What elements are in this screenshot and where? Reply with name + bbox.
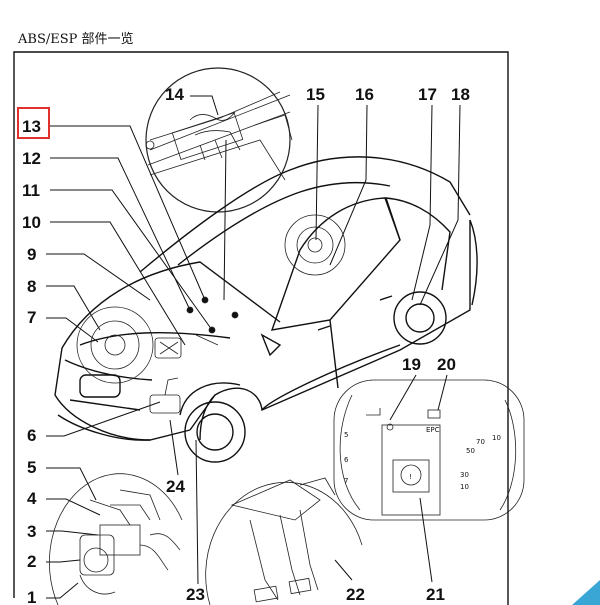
callout-1: 1 (27, 588, 36, 605)
callout-10: 10 (22, 213, 41, 232)
callout-5: 5 (27, 458, 36, 477)
callout-9: 9 (27, 245, 36, 264)
callout-13: 13 (22, 117, 41, 136)
frame-border (13, 51, 509, 605)
callout-13-highlight (17, 107, 50, 139)
callout-22: 22 (346, 585, 365, 604)
leader-lines (46, 95, 461, 599)
callout-8: 8 (27, 277, 36, 296)
callout-20: 20 (437, 355, 456, 374)
callout-19: 19 (402, 355, 421, 374)
callout-15: 15 (306, 85, 325, 104)
callout-12: 12 (22, 149, 41, 168)
ghost-wheels (76, 214, 346, 384)
callout-21: 21 (426, 585, 445, 604)
callout-24: 24 (166, 477, 185, 496)
speed-tick-70: 70 (476, 438, 485, 446)
speed-tick-10b: 10 (460, 483, 469, 491)
callout-6: 6 (27, 426, 36, 445)
epc-label: EPC (426, 426, 440, 434)
rpm-tick-5: 5 (344, 431, 348, 439)
callout-16: 16 (355, 85, 374, 104)
instrument-cluster: ! EPC 5 6 7 50 70 10 30 10 (333, 379, 525, 521)
callout-18: 18 (451, 85, 470, 104)
speed-tick-10a: 10 (492, 434, 501, 442)
speed-tick-30: 30 (460, 471, 469, 479)
svg-text:!: ! (409, 473, 412, 481)
car-body (54, 156, 478, 463)
callout-3: 3 (27, 522, 36, 541)
callout-7: 7 (27, 308, 36, 327)
diagram-caption: ABS/ESP 部件一览 (18, 32, 134, 47)
callout-17: 17 (418, 85, 437, 104)
callout-2: 2 (27, 552, 36, 571)
callout-11: 11 (22, 181, 40, 200)
rpm-tick-7: 7 (344, 477, 348, 485)
callout-4: 4 (27, 489, 37, 508)
inset-hydraulic-unit (49, 473, 183, 605)
callout-23: 23 (186, 585, 205, 604)
corner-accent (572, 580, 600, 605)
rpm-tick-6: 6 (344, 456, 349, 464)
components (149, 296, 239, 414)
inset-pedals (205, 477, 363, 605)
inset-engine-bay (145, 67, 293, 213)
callout-14: 14 (165, 85, 184, 104)
speed-tick-50: 50 (466, 447, 475, 455)
